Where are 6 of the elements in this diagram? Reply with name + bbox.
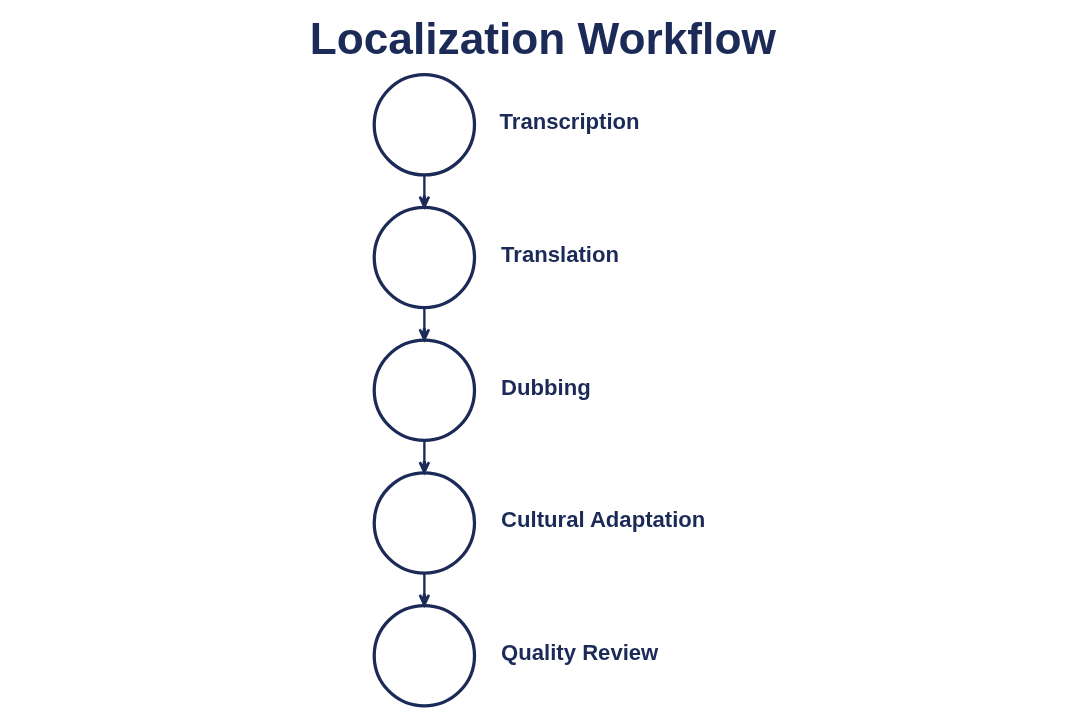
node-label: Translation bbox=[500, 241, 619, 267]
node-label: Dubbing bbox=[500, 374, 591, 400]
diagram-title: Localization Workflow bbox=[309, 13, 776, 63]
node-label: Quality Review bbox=[500, 640, 658, 666]
node-label: Transcription bbox=[499, 109, 640, 135]
node-label: Cultural Adaptation bbox=[500, 507, 705, 533]
